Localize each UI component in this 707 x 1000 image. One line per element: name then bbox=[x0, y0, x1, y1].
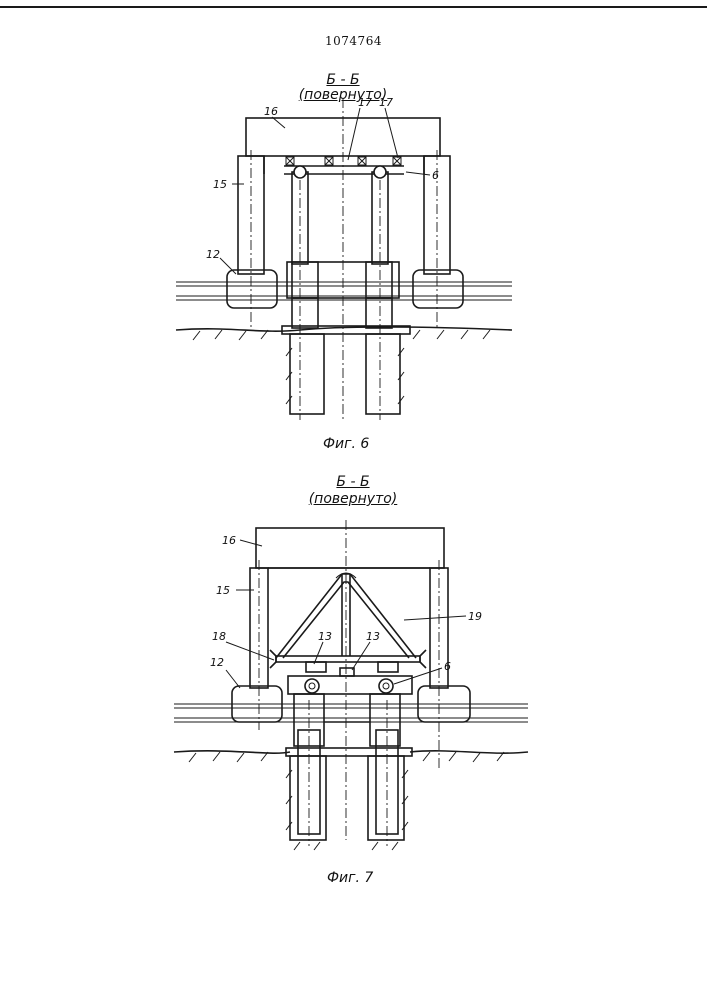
fig7-water-surface bbox=[174, 704, 528, 722]
fig7-label-18: 18 bbox=[212, 630, 226, 643]
fig7-label-13a: 13 bbox=[318, 630, 332, 643]
fig7-label-12: 12 bbox=[210, 656, 224, 669]
fig7-label-13b: 13 bbox=[366, 630, 380, 643]
fig7-label-16: 16 bbox=[222, 534, 236, 547]
fig7-caption: Фиг. 7 bbox=[327, 870, 373, 886]
fig7-label-15: 15 bbox=[216, 584, 230, 597]
fig7-ground-line bbox=[174, 751, 528, 753]
fig7-label-19: 19 bbox=[468, 610, 482, 623]
fig7-base-plate bbox=[286, 748, 412, 756]
fig7-beam-16 bbox=[256, 528, 444, 568]
fig7-guide-right bbox=[370, 694, 400, 746]
fig7-plate-18 bbox=[276, 656, 420, 662]
fig7-supports-13 bbox=[306, 662, 398, 676]
fig7-label-6: 6 bbox=[444, 660, 451, 673]
